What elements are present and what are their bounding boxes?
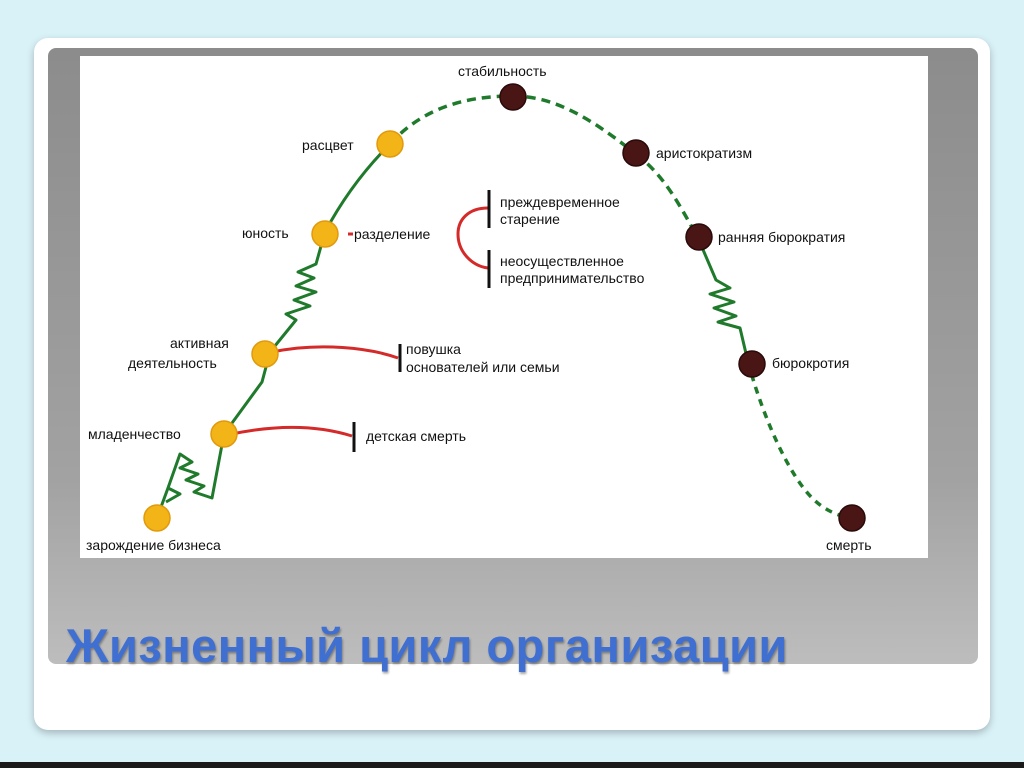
lifecycle-diagram: зарождение бизнеса младенчество активная… xyxy=(80,56,928,558)
label-active-line1: активная xyxy=(170,335,229,351)
label-youth: юность xyxy=(242,225,289,241)
growth-curve-segment xyxy=(155,142,392,520)
trap-bars xyxy=(352,190,491,452)
founder-trap-line xyxy=(271,345,399,360)
label-unfulfilled-line1: неосуществленное xyxy=(500,253,624,269)
label-founder-trap-line2: основателей или семьи xyxy=(406,359,560,375)
decline-curve-segment xyxy=(696,237,750,363)
label-prime: расцвет xyxy=(302,137,354,153)
label-infant-death: детская смерть xyxy=(366,428,466,444)
label-separation: разделение xyxy=(354,226,431,242)
node-youth xyxy=(311,220,339,248)
infant-death-line xyxy=(231,425,353,438)
node-bureaucracy xyxy=(738,350,766,378)
node-early-bureaucracy xyxy=(685,223,713,251)
trap-lines xyxy=(231,206,489,438)
node-birth xyxy=(143,504,171,532)
decline-curve-dashed xyxy=(634,152,700,239)
bottom-bar xyxy=(0,762,1024,768)
label-early-bureaucracy: ранняя бюрократия xyxy=(718,229,845,245)
decline-nodes xyxy=(499,83,866,532)
label-stability: стабильность xyxy=(458,63,547,79)
label-premature-aging-line1: преждевременное xyxy=(500,194,620,210)
label-birth: зарождение бизнеса xyxy=(86,537,221,553)
growth-spring-lower xyxy=(165,486,182,504)
separation-branch xyxy=(456,206,489,270)
decline-curve-dotted xyxy=(746,361,851,520)
node-aristocracy xyxy=(622,139,650,167)
node-infancy xyxy=(210,420,238,448)
label-infancy: младенчество xyxy=(88,426,181,442)
node-stability xyxy=(499,83,527,111)
growth-nodes xyxy=(143,130,404,532)
lifecycle-diagram-svg: зарождение бизнеса младенчество активная… xyxy=(86,63,872,553)
growth-curve xyxy=(155,142,392,520)
slide-title: Жизненный цикл организации xyxy=(66,619,788,672)
node-death xyxy=(838,504,866,532)
label-aristocracy: аристократизм xyxy=(656,145,752,161)
node-prime xyxy=(376,130,404,158)
label-premature-aging-line2: старение xyxy=(500,211,560,227)
label-active-line2: деятельность xyxy=(128,355,217,371)
node-active xyxy=(251,340,279,368)
label-unfulfilled-line2: предпринимательство xyxy=(500,270,645,286)
label-death: смерть xyxy=(826,537,872,553)
label-founder-trap-line1: повушка xyxy=(406,341,461,357)
label-bureaucracy: бюрокротия xyxy=(772,355,849,371)
